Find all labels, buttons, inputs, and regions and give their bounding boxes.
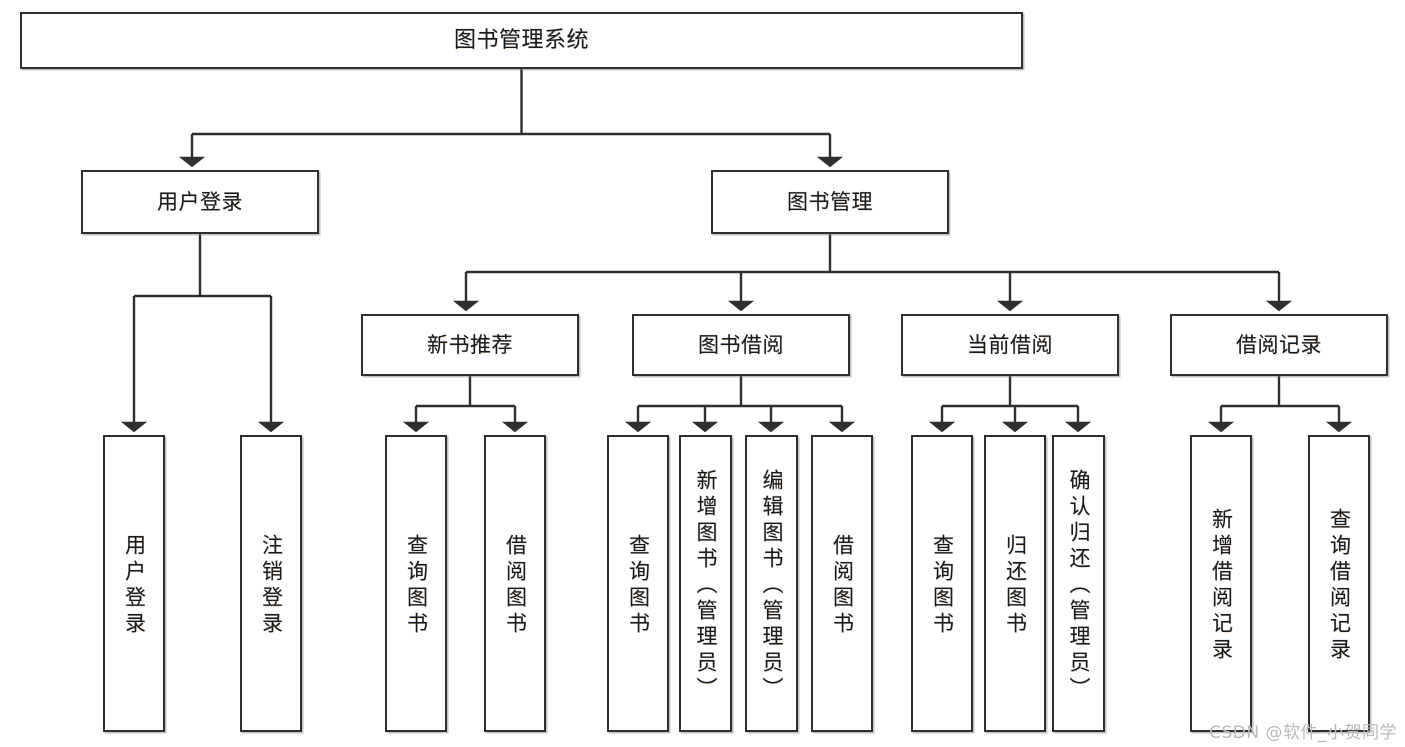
watermark-text: CSDN @软件_小贺同学 — [1209, 723, 1397, 743]
node-root-label: 图书管理系统 — [453, 27, 589, 53]
node-leaf-add-book-label: 新增图书（管理员） — [694, 468, 718, 703]
node-user-login[interactable]: 用户登录 — [81, 170, 319, 234]
node-leaf-return-book[interactable]: 归还图书 — [984, 435, 1046, 732]
node-leaf-return-book-label: 归还图书 — [1003, 533, 1028, 638]
node-book-manage-label: 图书管理 — [787, 189, 873, 214]
node-book-borrow[interactable]: 图书借阅 — [632, 314, 850, 376]
node-leaf-add-record[interactable]: 新增借阅记录 — [1190, 435, 1252, 732]
node-leaf-query-book-1[interactable]: 查询图书 — [385, 435, 447, 732]
node-leaf-edit-book-label: 编辑图书（管理员） — [760, 468, 784, 703]
node-borrow-record-label: 借阅记录 — [1236, 332, 1322, 357]
node-leaf-query-book-3-label: 查询图书 — [930, 533, 955, 638]
node-user-login-label: 用户登录 — [157, 189, 243, 214]
node-leaf-borrow-book-1-label: 借阅图书 — [503, 533, 528, 638]
node-book-manage[interactable]: 图书管理 — [711, 170, 949, 234]
node-leaf-borrow-book-2[interactable]: 借阅图书 — [811, 435, 873, 732]
node-leaf-query-book-1-label: 查询图书 — [404, 533, 429, 638]
node-book-borrow-label: 图书借阅 — [698, 332, 784, 357]
node-leaf-user-login[interactable]: 用户登录 — [103, 435, 165, 732]
node-leaf-add-book[interactable]: 新增图书（管理员） — [679, 435, 732, 732]
node-leaf-borrow-book-1[interactable]: 借阅图书 — [484, 435, 546, 732]
node-borrow-record[interactable]: 借阅记录 — [1170, 314, 1388, 376]
node-leaf-edit-book[interactable]: 编辑图书（管理员） — [745, 435, 798, 732]
node-leaf-add-record-label: 新增借阅记录 — [1209, 507, 1234, 664]
node-leaf-query-record[interactable]: 查询借阅记录 — [1308, 435, 1370, 732]
node-root[interactable]: 图书管理系统 — [20, 12, 1023, 69]
node-current-borrow-label: 当前借阅 — [967, 332, 1053, 357]
node-leaf-query-book-3[interactable]: 查询图书 — [911, 435, 973, 732]
node-leaf-query-record-label: 查询借阅记录 — [1327, 507, 1352, 664]
node-leaf-borrow-book-2-label: 借阅图书 — [830, 533, 855, 638]
node-new-book-recommend-label: 新书推荐 — [427, 332, 513, 357]
node-leaf-query-book-2-label: 查询图书 — [626, 533, 651, 638]
node-leaf-confirm-return-label: 确认归还（管理员） — [1067, 468, 1091, 703]
node-leaf-user-login-label: 用户登录 — [122, 533, 147, 638]
node-leaf-query-book-2[interactable]: 查询图书 — [607, 435, 669, 732]
node-current-borrow[interactable]: 当前借阅 — [901, 314, 1119, 376]
node-new-book-recommend[interactable]: 新书推荐 — [361, 314, 579, 376]
node-leaf-confirm-return[interactable]: 确认归还（管理员） — [1052, 435, 1105, 732]
node-leaf-user-logout[interactable]: 注销登录 — [240, 435, 302, 732]
node-leaf-user-logout-label: 注销登录 — [259, 533, 284, 638]
